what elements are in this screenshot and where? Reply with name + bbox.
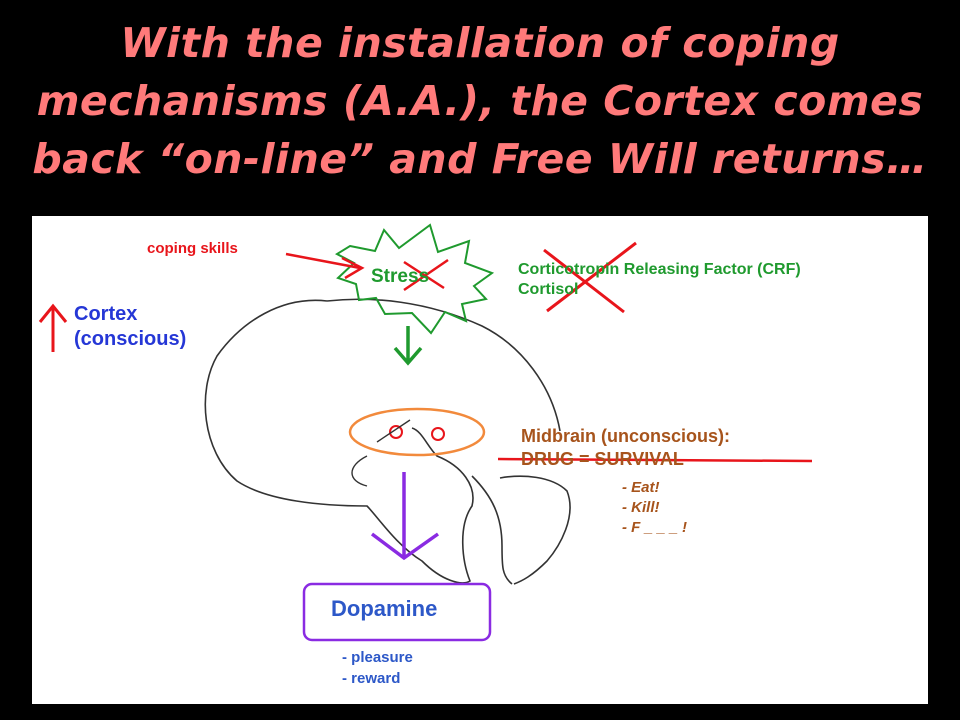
purple-down-arrow: [370, 472, 440, 561]
midbrain-dot-right: [431, 427, 445, 441]
cerebellum: [499, 475, 571, 585]
crf-cross: [543, 241, 637, 314]
brain-inner-curve: [351, 455, 368, 487]
midbrain-item: - F _ _ _ !: [622, 519, 688, 536]
midbrain-items: - Eat! - Kill! - F _ _ _ !: [622, 478, 687, 538]
cortex-label: Cortex (conscious): [74, 302, 186, 352]
crf-label: Corticotropin Releasing Factor (CRF) Cor…: [518, 260, 801, 300]
dopamine-item: - pleasure: [342, 649, 413, 666]
midbrain-line-2: DRUG = SURVIVAL: [521, 449, 684, 469]
title-line-2: mechanisms (A.A.), the Cortex comes: [36, 77, 924, 125]
brain-diagram: [38, 223, 813, 642]
dopamine-items: - pleasure - reward: [342, 647, 413, 689]
diagram-panel: coping skills Stress Corticotropin Relea…: [32, 216, 928, 704]
green-down-arrow: [393, 326, 423, 366]
midbrain-ellipse: [348, 407, 486, 457]
midbrain-dot-left: [389, 425, 403, 439]
brain-outline: [204, 299, 474, 584]
stress-cross: [403, 258, 449, 292]
brainstem: [471, 475, 513, 585]
crf-line-1: Corticotropin Releasing Factor (CRF): [518, 261, 801, 278]
dopamine-label: Dopamine: [331, 596, 438, 621]
stress-starburst: [334, 223, 495, 335]
slide-title: With the installation of coping mechanis…: [0, 14, 960, 188]
crf-line-2: Cortisol: [518, 281, 579, 298]
cortex-line-1: Cortex: [74, 303, 138, 325]
coping-arrow: [285, 252, 365, 280]
coping-skills-label: coping skills: [147, 240, 238, 257]
midbrain-item: - Kill!: [622, 499, 660, 516]
midbrain-item: - Eat!: [622, 479, 660, 496]
cortex-line-2: (conscious): [74, 328, 187, 350]
midbrain-slash: [376, 419, 411, 443]
midbrain-line-1: Midbrain (unconscious):: [521, 426, 730, 446]
stress-label: Stress: [371, 266, 430, 287]
survival-strike: [497, 457, 813, 463]
title-line-1: With the installation of coping: [120, 19, 840, 67]
dopamine-item: - reward: [342, 670, 401, 687]
midbrain-label: Midbrain (unconscious): DRUG = SURVIVAL: [521, 425, 730, 471]
title-line-3: back “on-line” and Free Will returns…: [32, 135, 928, 183]
dopamine-box: [302, 582, 492, 642]
cortex-up-arrow: [38, 303, 68, 352]
